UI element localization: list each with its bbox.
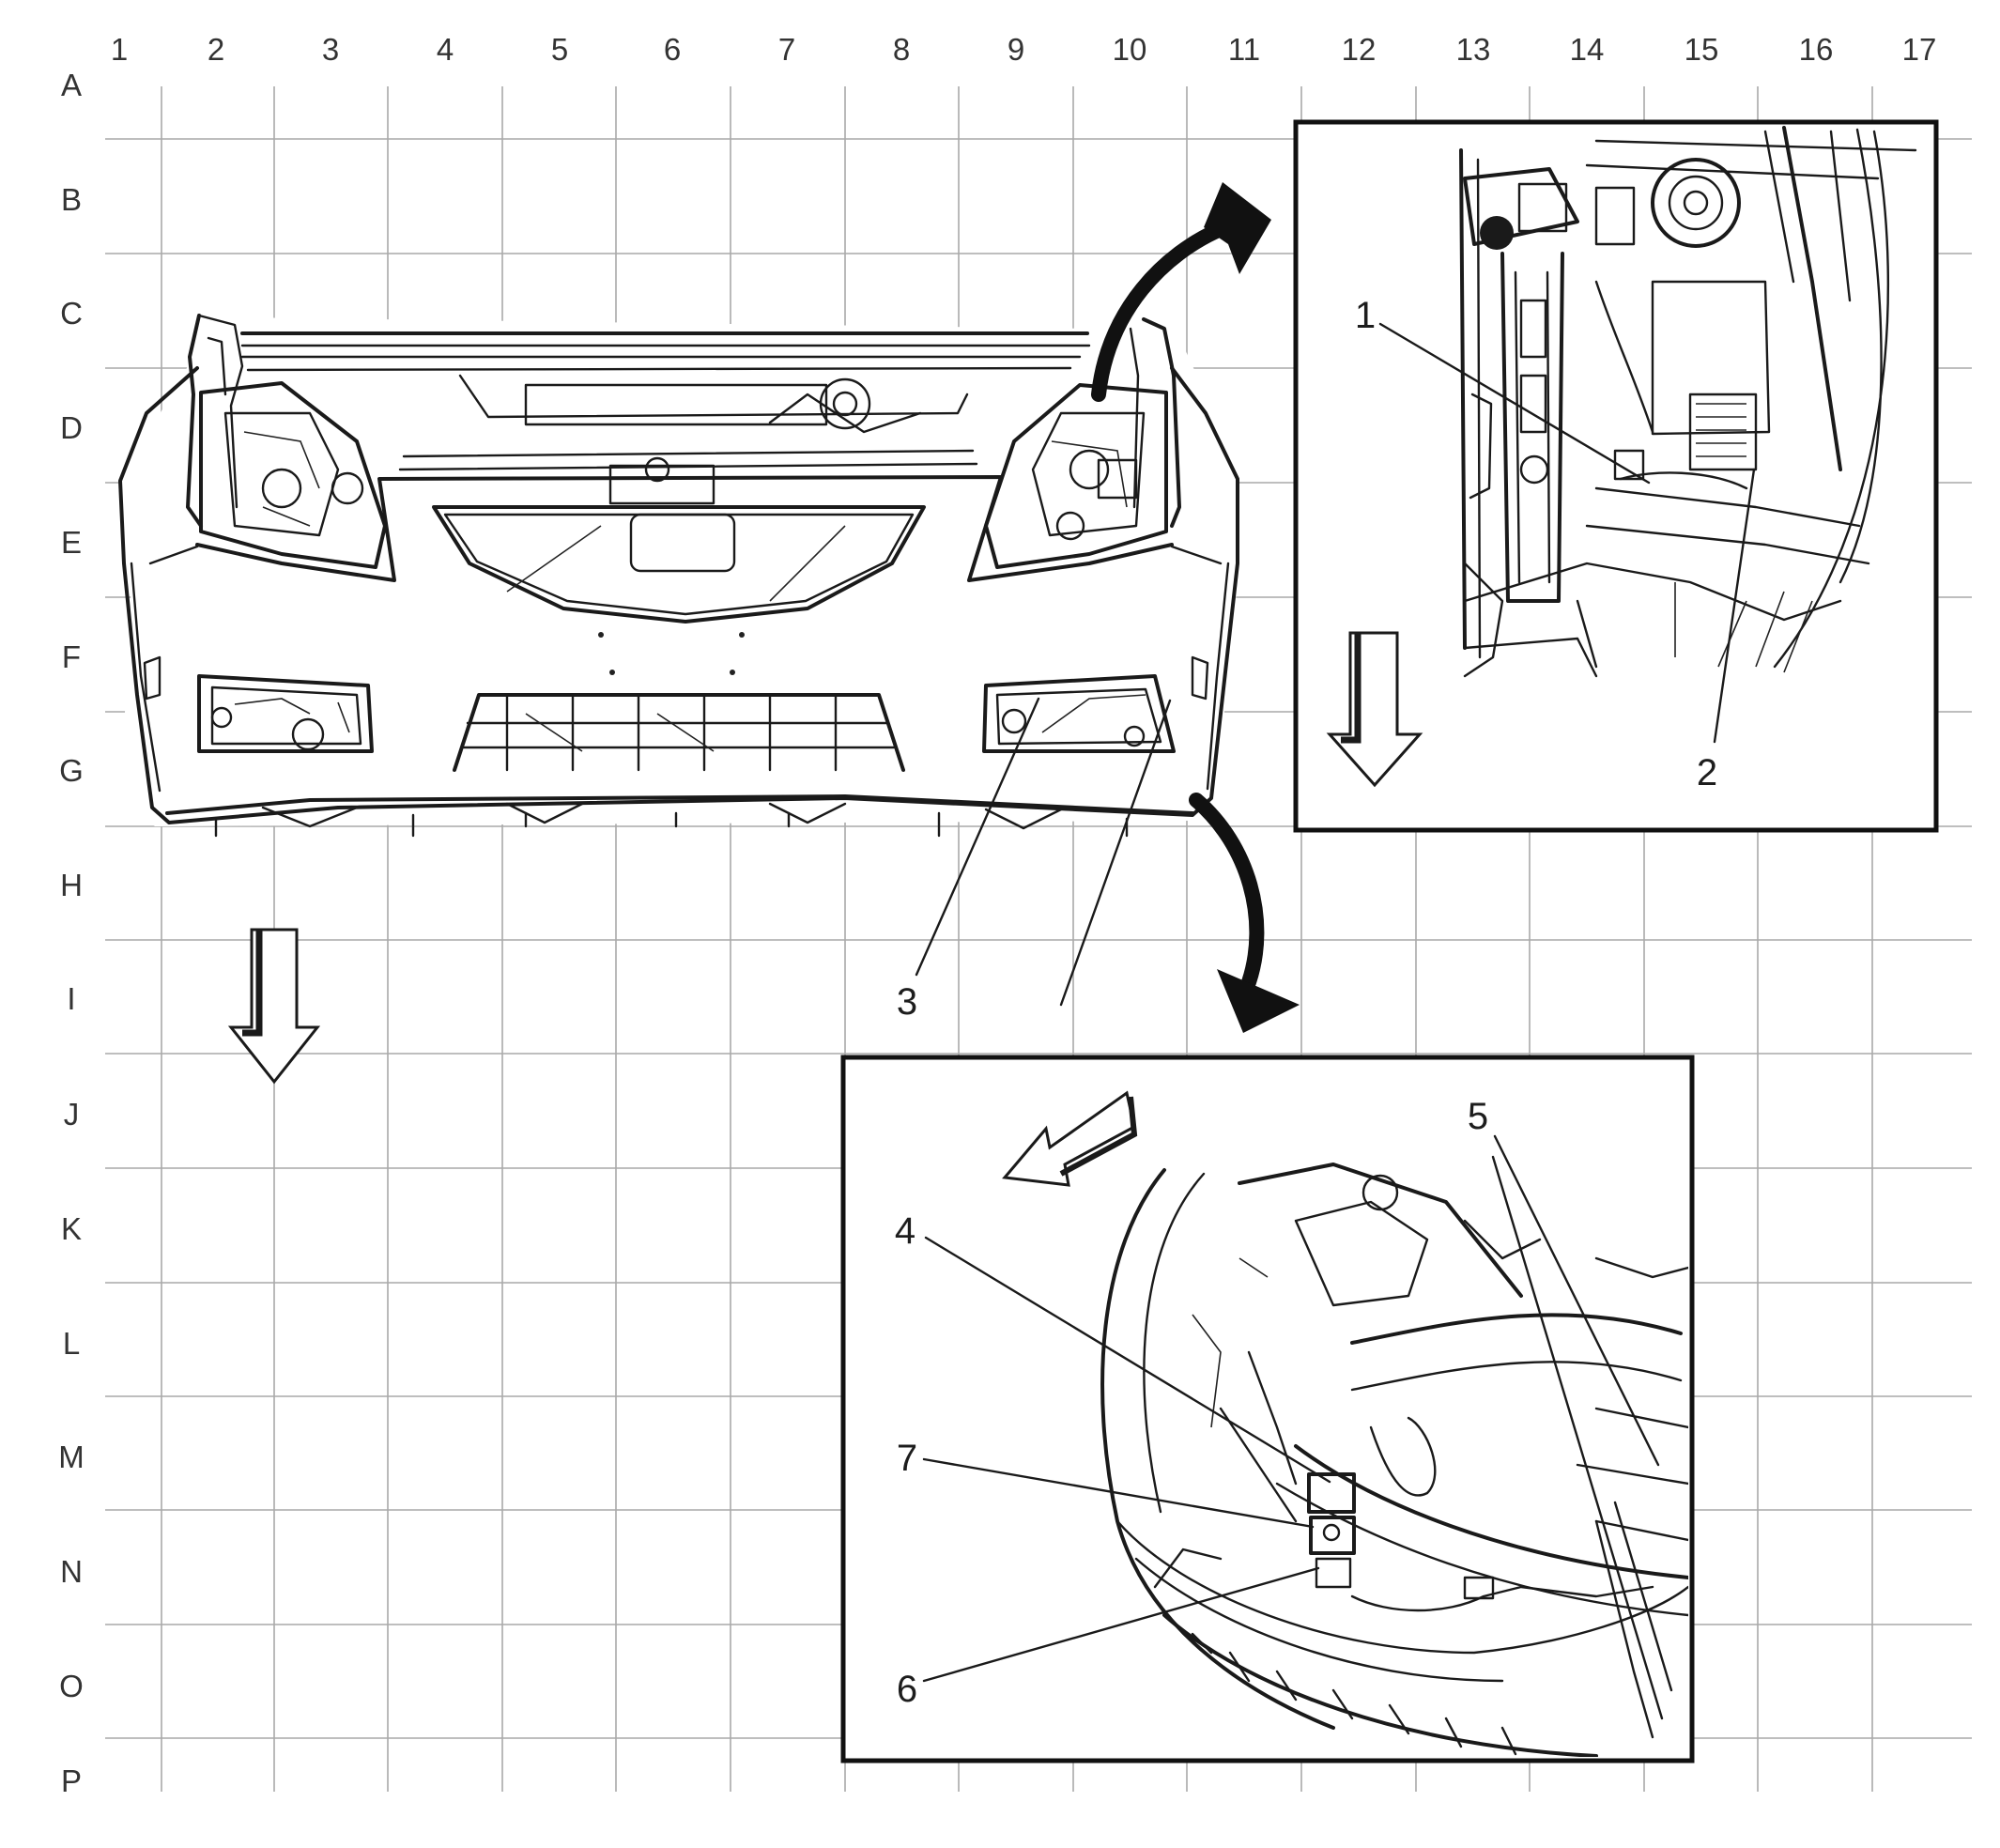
grid-col-7: 7	[778, 32, 795, 67]
callout-1: 1	[1355, 295, 1376, 336]
grid-row-K: K	[61, 1211, 82, 1246]
grid-col-2: 2	[208, 32, 224, 67]
grid-row-B: B	[61, 182, 82, 217]
grid-row-I: I	[67, 981, 75, 1016]
leader-lines	[915, 322, 1756, 1720]
grid-col-17: 17	[1902, 32, 1937, 67]
grid-row-M: M	[58, 1440, 85, 1474]
grid-col-8: 8	[893, 32, 910, 67]
grid-row-E: E	[61, 525, 82, 560]
callout-5: 5	[1468, 1096, 1488, 1137]
detail-panel-upper	[1293, 119, 1939, 833]
upper-detail-direction-arrow	[1326, 631, 1423, 788]
grid-col-13: 13	[1456, 32, 1491, 67]
callout-3: 3	[897, 981, 917, 1023]
grid-col-4: 4	[437, 32, 454, 67]
detail-view-arrow-lower	[1189, 793, 1300, 1033]
callout-7: 7	[897, 1438, 917, 1479]
grid-column-labels: 1 2 3 4 5 6 7 8 9 10 11 12 13 14 15 16 1…	[111, 32, 1937, 67]
grid-col-14: 14	[1570, 32, 1605, 67]
callout-labels: 1 2 3 4 5 6 7	[895, 295, 1717, 1710]
grid-row-F: F	[62, 639, 81, 674]
grid-row-N: N	[60, 1554, 83, 1589]
detail-panel-lower	[840, 1055, 1695, 1763]
grid-col-11: 11	[1228, 32, 1260, 67]
callout-2: 2	[1697, 752, 1717, 793]
grid-row-D: D	[60, 410, 83, 445]
grid-row-J: J	[64, 1097, 80, 1132]
callout-6: 6	[897, 1669, 917, 1710]
grid-col-16: 16	[1799, 32, 1834, 67]
grid-col-6: 6	[664, 32, 681, 67]
grid-row-P: P	[61, 1763, 82, 1798]
grid-row-C: C	[60, 296, 83, 331]
grid-row-L: L	[63, 1326, 80, 1361]
grid-row-H: H	[60, 868, 83, 902]
vehicle-front-view	[118, 314, 1239, 838]
callout-4: 4	[895, 1210, 915, 1252]
grid-col-9: 9	[1008, 32, 1024, 67]
grid-row-labels: A B C D E F G H I J K L M N O P	[58, 68, 85, 1798]
detail-view-arrow-upper	[1091, 182, 1271, 402]
grid-row-G: G	[59, 753, 84, 788]
grid-col-15: 15	[1685, 32, 1719, 67]
grid-col-12: 12	[1342, 32, 1377, 67]
grid-row-A: A	[61, 68, 82, 102]
grid-col-1: 1	[111, 32, 128, 67]
grid-col-3: 3	[322, 32, 339, 67]
grid-col-5: 5	[551, 32, 568, 67]
grid-row-O: O	[59, 1669, 84, 1703]
lower-detail-direction-arrow	[1002, 1090, 1138, 1187]
grid-col-10: 10	[1113, 32, 1147, 67]
front-direction-arrow	[227, 928, 321, 1085]
